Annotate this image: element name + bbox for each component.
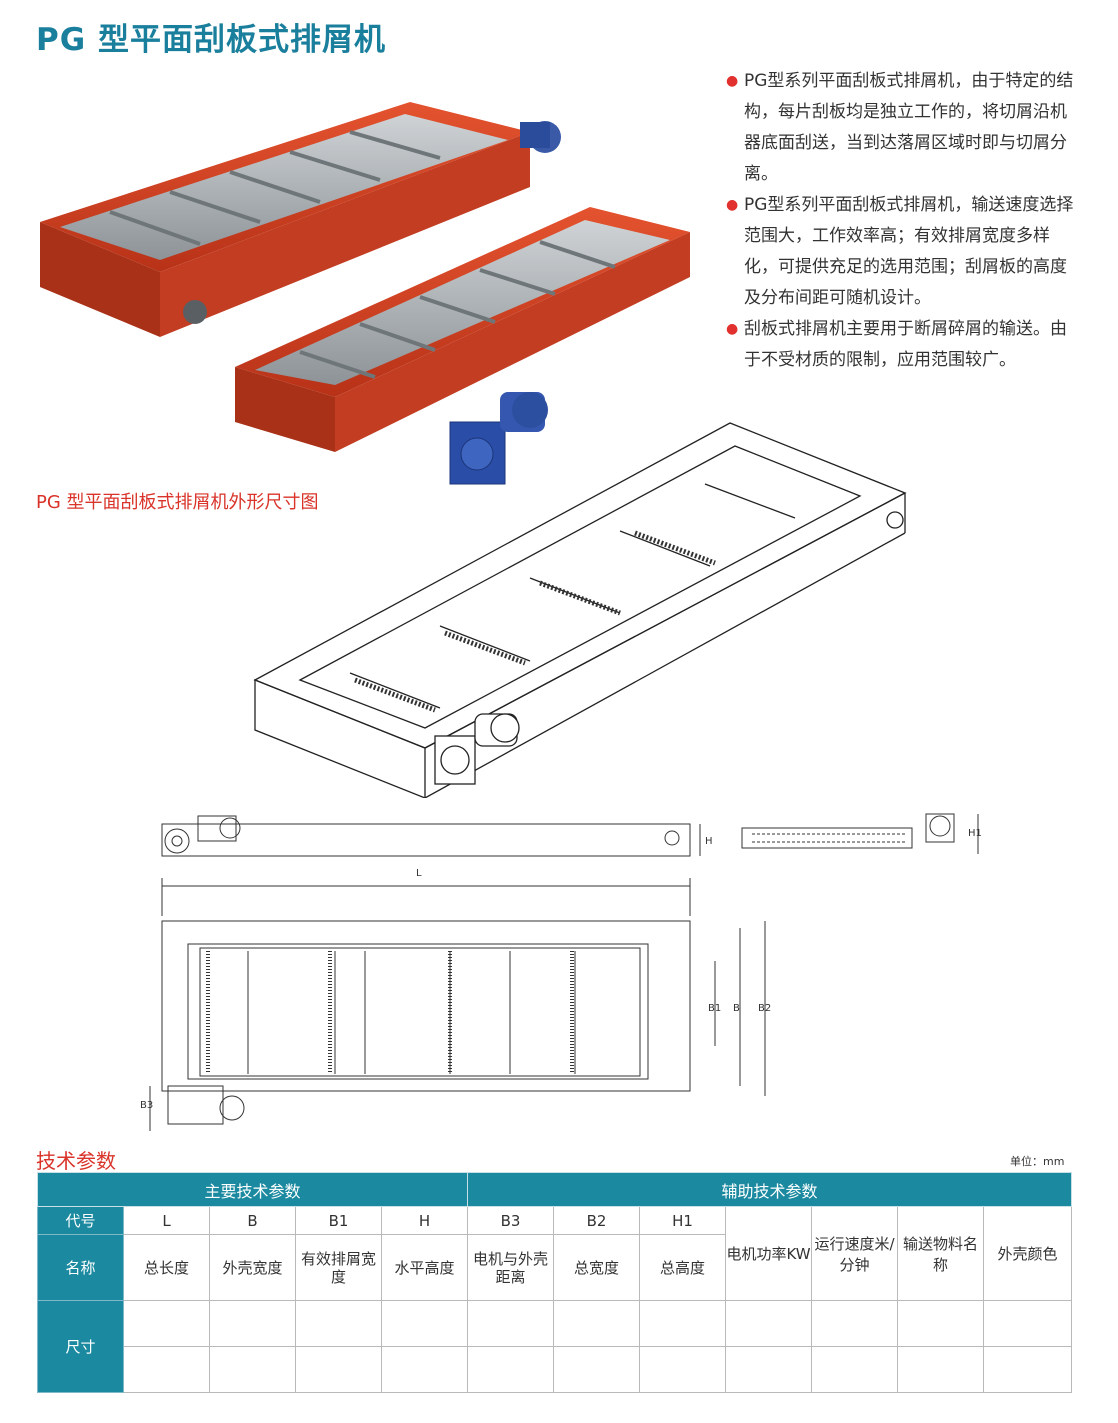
feature-text: 刮板式排屑机主要用于断屑碎屑的输送。由于不受材质的限制，应用范围较广。 [744, 319, 1067, 370]
size-cell[interactable] [811, 1300, 899, 1347]
size-cell[interactable] [725, 1300, 813, 1347]
name-cell: 电机功率KW [725, 1206, 813, 1301]
name-cell: 总宽度 [553, 1234, 641, 1301]
spec-table: 主要技术参数 辅助技术参数 代号 L B B1 H B3 B2 H1 电机功率K… [36, 1172, 1073, 1393]
name-cell: 外壳宽度 [209, 1234, 296, 1301]
row-label-code: 代号 [37, 1206, 124, 1235]
dim-label-b3: B3 [140, 1100, 153, 1111]
isometric-drawing [253, 422, 907, 798]
size-cell[interactable] [897, 1346, 985, 1393]
code-cell: B1 [295, 1206, 382, 1235]
feature-item: ● PG型系列平面刮板式排屑机，由于特定的结构，每片刮板均是独立工作的，将切屑沿机… [722, 66, 1082, 190]
size-cell[interactable] [123, 1300, 210, 1347]
dim-label-l: L [416, 868, 422, 879]
size-cell[interactable] [467, 1300, 555, 1347]
size-cell[interactable] [295, 1300, 382, 1347]
table-row: 代号 L B B1 H B3 B2 H1 电机功率KW 运行速度米/分钟 输送物… [37, 1206, 1073, 1301]
bullet-icon: ● [726, 321, 739, 337]
dim-label-b2: B2 [758, 1003, 771, 1014]
size-cell[interactable] [209, 1346, 296, 1393]
top-view: B1 B B2 B3 [140, 920, 771, 1131]
figure-caption: PG 型平面刮板式排屑机外形尺寸图 [36, 492, 319, 513]
product-photo [40, 102, 690, 485]
dim-label-h1: H1 [968, 828, 982, 839]
size-cell[interactable] [983, 1346, 1073, 1393]
table-header-row: 主要技术参数 辅助技术参数 [36, 1172, 1073, 1207]
header-aux-params: 辅助技术参数 [467, 1172, 1073, 1207]
size-cell[interactable] [553, 1346, 641, 1393]
dim-label-b1: B1 [708, 1003, 721, 1014]
dimension-drawing: H H1 L B1 B B2 B3 [140, 813, 982, 1131]
size-cell[interactable] [209, 1300, 296, 1347]
dim-label-b: B [733, 1003, 740, 1014]
name-cell: 总长度 [123, 1234, 210, 1301]
dim-label-h: H [705, 836, 713, 847]
feature-text: PG型系列平面刮板式排屑机，由于特定的结构，每片刮板均是独立工作的，将切屑沿机器… [744, 71, 1074, 184]
name-cell: 运行速度米/分钟 [811, 1206, 899, 1301]
size-cell[interactable] [380, 1346, 469, 1393]
name-cell: 水平高度 [380, 1234, 469, 1301]
size-cell[interactable] [897, 1300, 985, 1347]
size-cell[interactable] [811, 1346, 899, 1393]
code-cell: B [209, 1206, 296, 1235]
code-cell: B2 [553, 1206, 641, 1235]
name-cell: 总高度 [639, 1234, 727, 1301]
code-cell: H1 [639, 1206, 727, 1235]
size-cell[interactable] [553, 1300, 641, 1347]
name-cell: 输送物料名称 [897, 1206, 985, 1301]
unit-label: 单位：mm [1010, 1155, 1065, 1168]
page-title: PG 型平面刮板式排屑机 [36, 22, 386, 58]
section-title: 技术参数 [36, 1149, 116, 1173]
table-row: 名称 总长度 外壳宽度 有效排屑宽度 水平高度 电机与外壳距离 总宽度 总高度 [37, 1234, 1072, 1301]
size-cell[interactable] [983, 1300, 1073, 1347]
name-cell: 有效排屑宽度 [295, 1234, 382, 1301]
bullet-icon: ● [726, 73, 739, 89]
code-cell: L [123, 1206, 210, 1235]
end-view: H1 [741, 813, 982, 854]
row-label-size: 尺寸 [37, 1300, 124, 1393]
name-cell: 外壳颜色 [983, 1206, 1073, 1301]
table-row: 尺寸 [37, 1300, 1073, 1393]
table-row [38, 1346, 1073, 1393]
conveyor-photo-lower [235, 207, 690, 485]
side-view: H [161, 815, 713, 857]
code-cell: H [380, 1206, 469, 1235]
size-cell[interactable] [467, 1346, 555, 1393]
size-cell[interactable] [725, 1346, 813, 1393]
iso-motor [434, 713, 520, 785]
code-cell: B3 [467, 1206, 555, 1235]
size-cell[interactable] [639, 1346, 727, 1393]
size-cell[interactable] [639, 1300, 727, 1347]
feature-item: ● 刮板式排屑机主要用于断屑碎屑的输送。由于不受材质的限制，应用范围较广。 [722, 314, 1082, 376]
row-label-name: 名称 [37, 1234, 124, 1301]
size-cell[interactable] [380, 1300, 469, 1347]
feature-item: ● PG型系列平面刮板式排屑机，输送速度选择范围大，工作效率高；有效排屑宽度多样化… [722, 190, 1082, 314]
size-cell[interactable] [123, 1346, 210, 1393]
feature-text: PG型系列平面刮板式排屑机，输送速度选择范围大，工作效率高；有效排屑宽度多样化，… [744, 195, 1074, 308]
feature-list: ● PG型系列平面刮板式排屑机，由于特定的结构，每片刮板均是独立工作的，将切屑沿机… [722, 66, 1082, 376]
conveyor-photo-upper [40, 102, 561, 337]
header-main-params: 主要技术参数 [36, 1172, 469, 1207]
name-cell: 电机与外壳距离 [467, 1234, 555, 1301]
scraper-bars [349, 483, 796, 709]
size-cell[interactable] [295, 1346, 382, 1393]
bullet-icon: ● [726, 197, 739, 213]
